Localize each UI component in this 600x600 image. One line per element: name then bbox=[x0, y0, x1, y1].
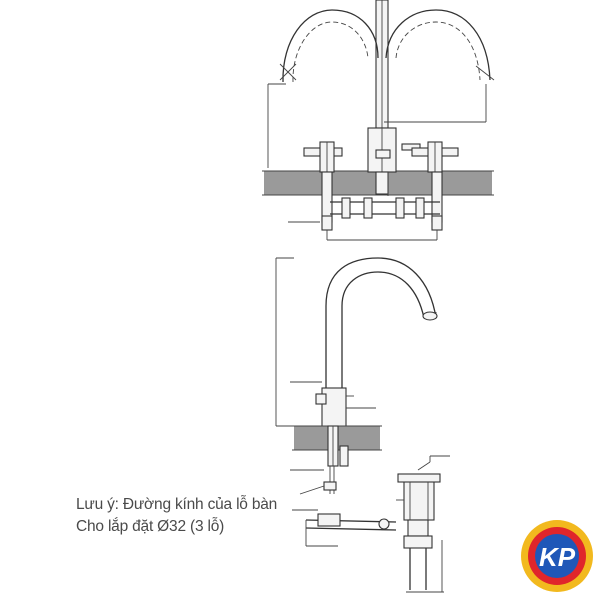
note-line-1: Lưu ý: Đường kính của lỗ bàn bbox=[76, 496, 278, 513]
single-hole-faucet-drawing bbox=[275, 257, 450, 593]
logo-text: KP bbox=[539, 542, 576, 572]
single-faucet-handle bbox=[315, 393, 327, 405]
logo-inner-disc bbox=[535, 534, 579, 578]
gooseneck-spout bbox=[325, 257, 437, 388]
note-line-2: Cho lắp đặt Ø32 (3 lỗ) bbox=[76, 518, 225, 535]
top-dimension-badge bbox=[401, 143, 421, 151]
three-hole-faucet-drawing bbox=[262, 0, 495, 241]
kp-logo: KP bbox=[521, 520, 593, 592]
pop-up-drain bbox=[403, 475, 435, 521]
top-right-spout-arc bbox=[385, 9, 491, 81]
top-left-spout-arc bbox=[282, 9, 379, 83]
